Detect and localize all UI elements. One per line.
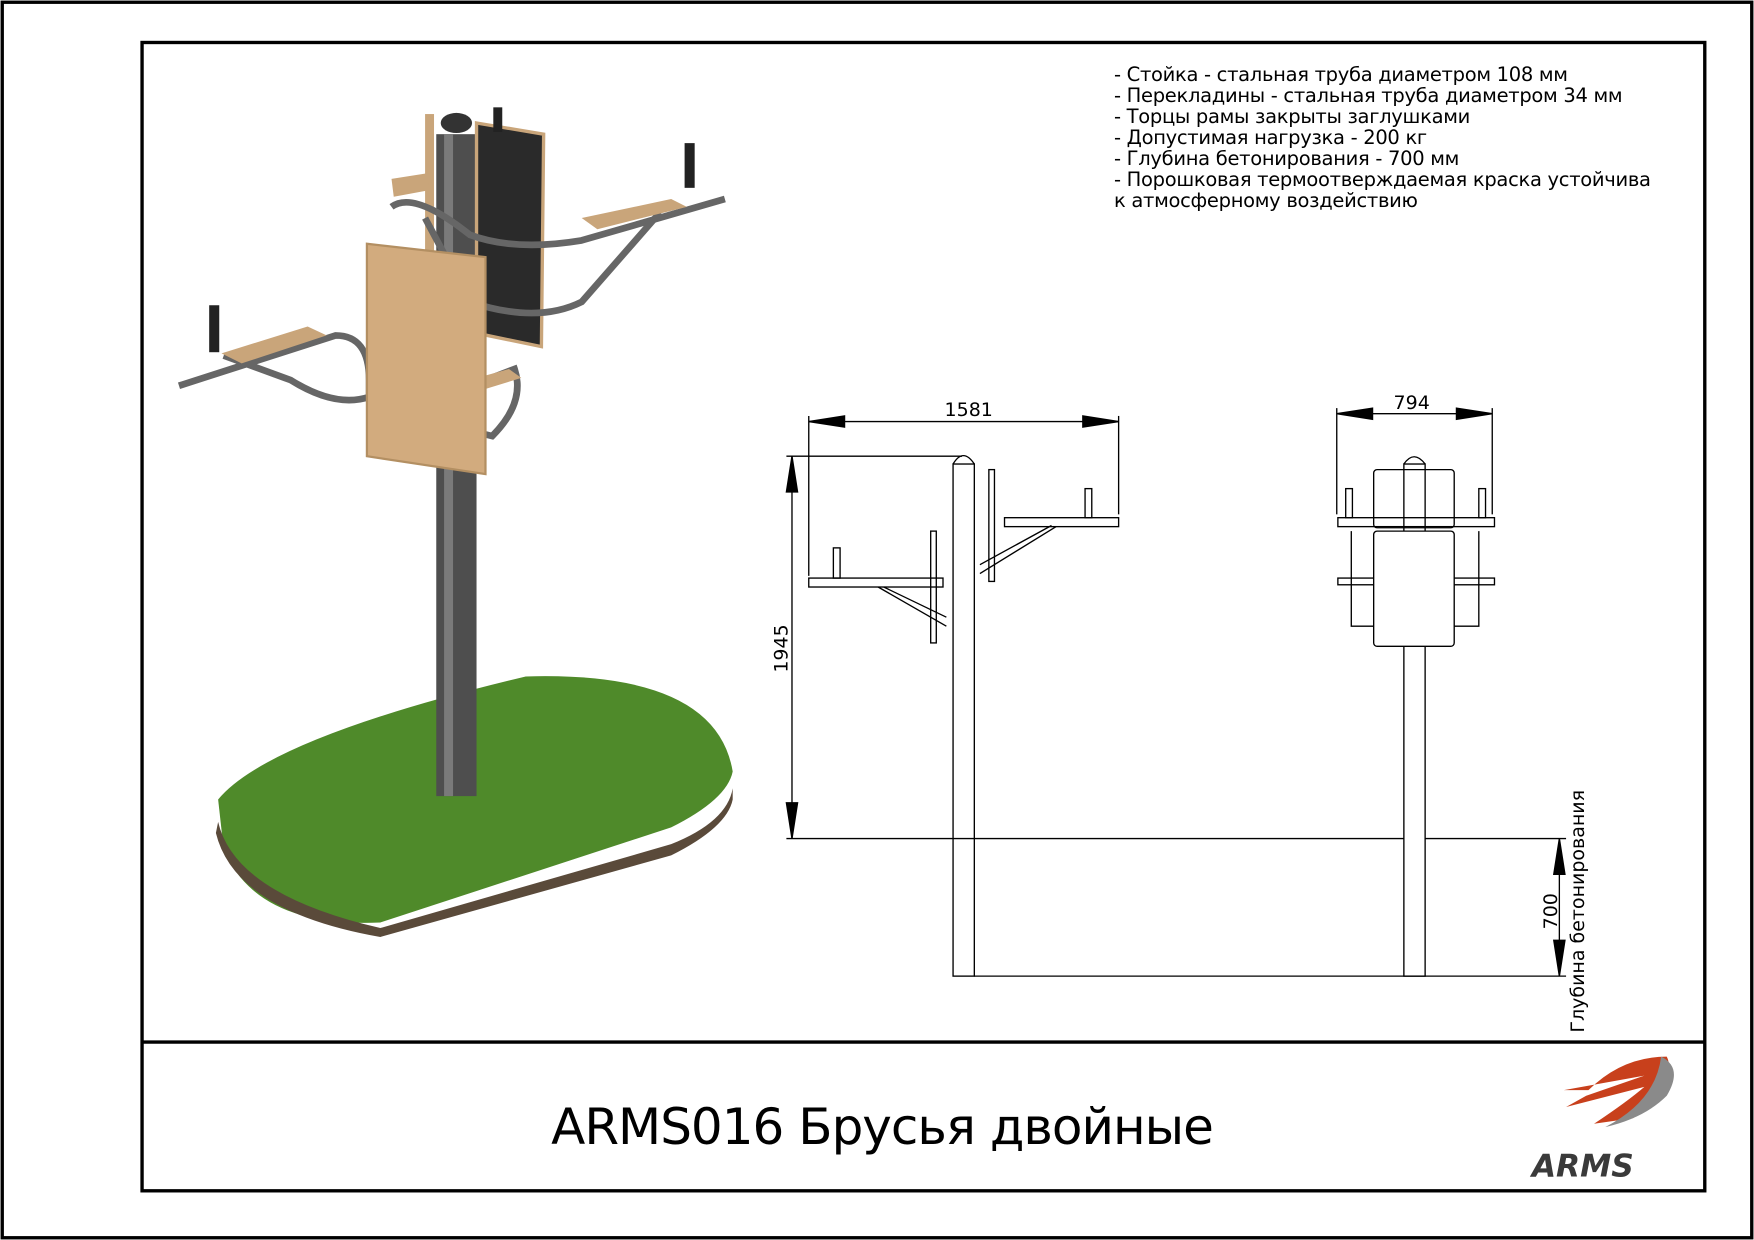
- side-view-drawing: [785, 415, 1567, 977]
- dim-depth-label: Глубина бетонирования: [1567, 790, 1589, 1033]
- spec-line: к атмосферному воздействию: [1114, 189, 1418, 212]
- arms-logo: ARMS: [1529, 1056, 1674, 1184]
- dim-height: 1945: [771, 624, 793, 672]
- dim-width-front: 794: [1394, 392, 1430, 414]
- inner-frame: [140, 40, 1707, 1193]
- dim-width-side: 1581: [945, 399, 993, 421]
- product-title: ARMS016 Брусья двойные: [551, 1098, 1214, 1156]
- spec-line: - Перекладины - стальная труба диаметром…: [1114, 84, 1623, 107]
- spec-line: - Глубина бетонирования - 700 мм: [1114, 147, 1460, 170]
- dim-depth: 700: [1540, 893, 1562, 929]
- spec-line: - Стойка - стальная труба диаметром 108 …: [1114, 63, 1568, 86]
- spec-line: - Допустимая нагрузка - 200 кг: [1114, 126, 1427, 149]
- logo-text: ARMS: [1529, 1148, 1634, 1184]
- spec-line: - Порошковая термоотверждаемая краска ус…: [1114, 168, 1651, 191]
- spec-line: - Торцы рамы закрыты заглушками: [1114, 105, 1471, 128]
- specifications-list: - Стойка - стальная труба диаметром 108 …: [1114, 64, 1651, 211]
- grass-base: [218, 676, 733, 923]
- product-render: [177, 107, 733, 937]
- front-view-drawing: [1336, 407, 1496, 977]
- front-pad: [365, 242, 487, 476]
